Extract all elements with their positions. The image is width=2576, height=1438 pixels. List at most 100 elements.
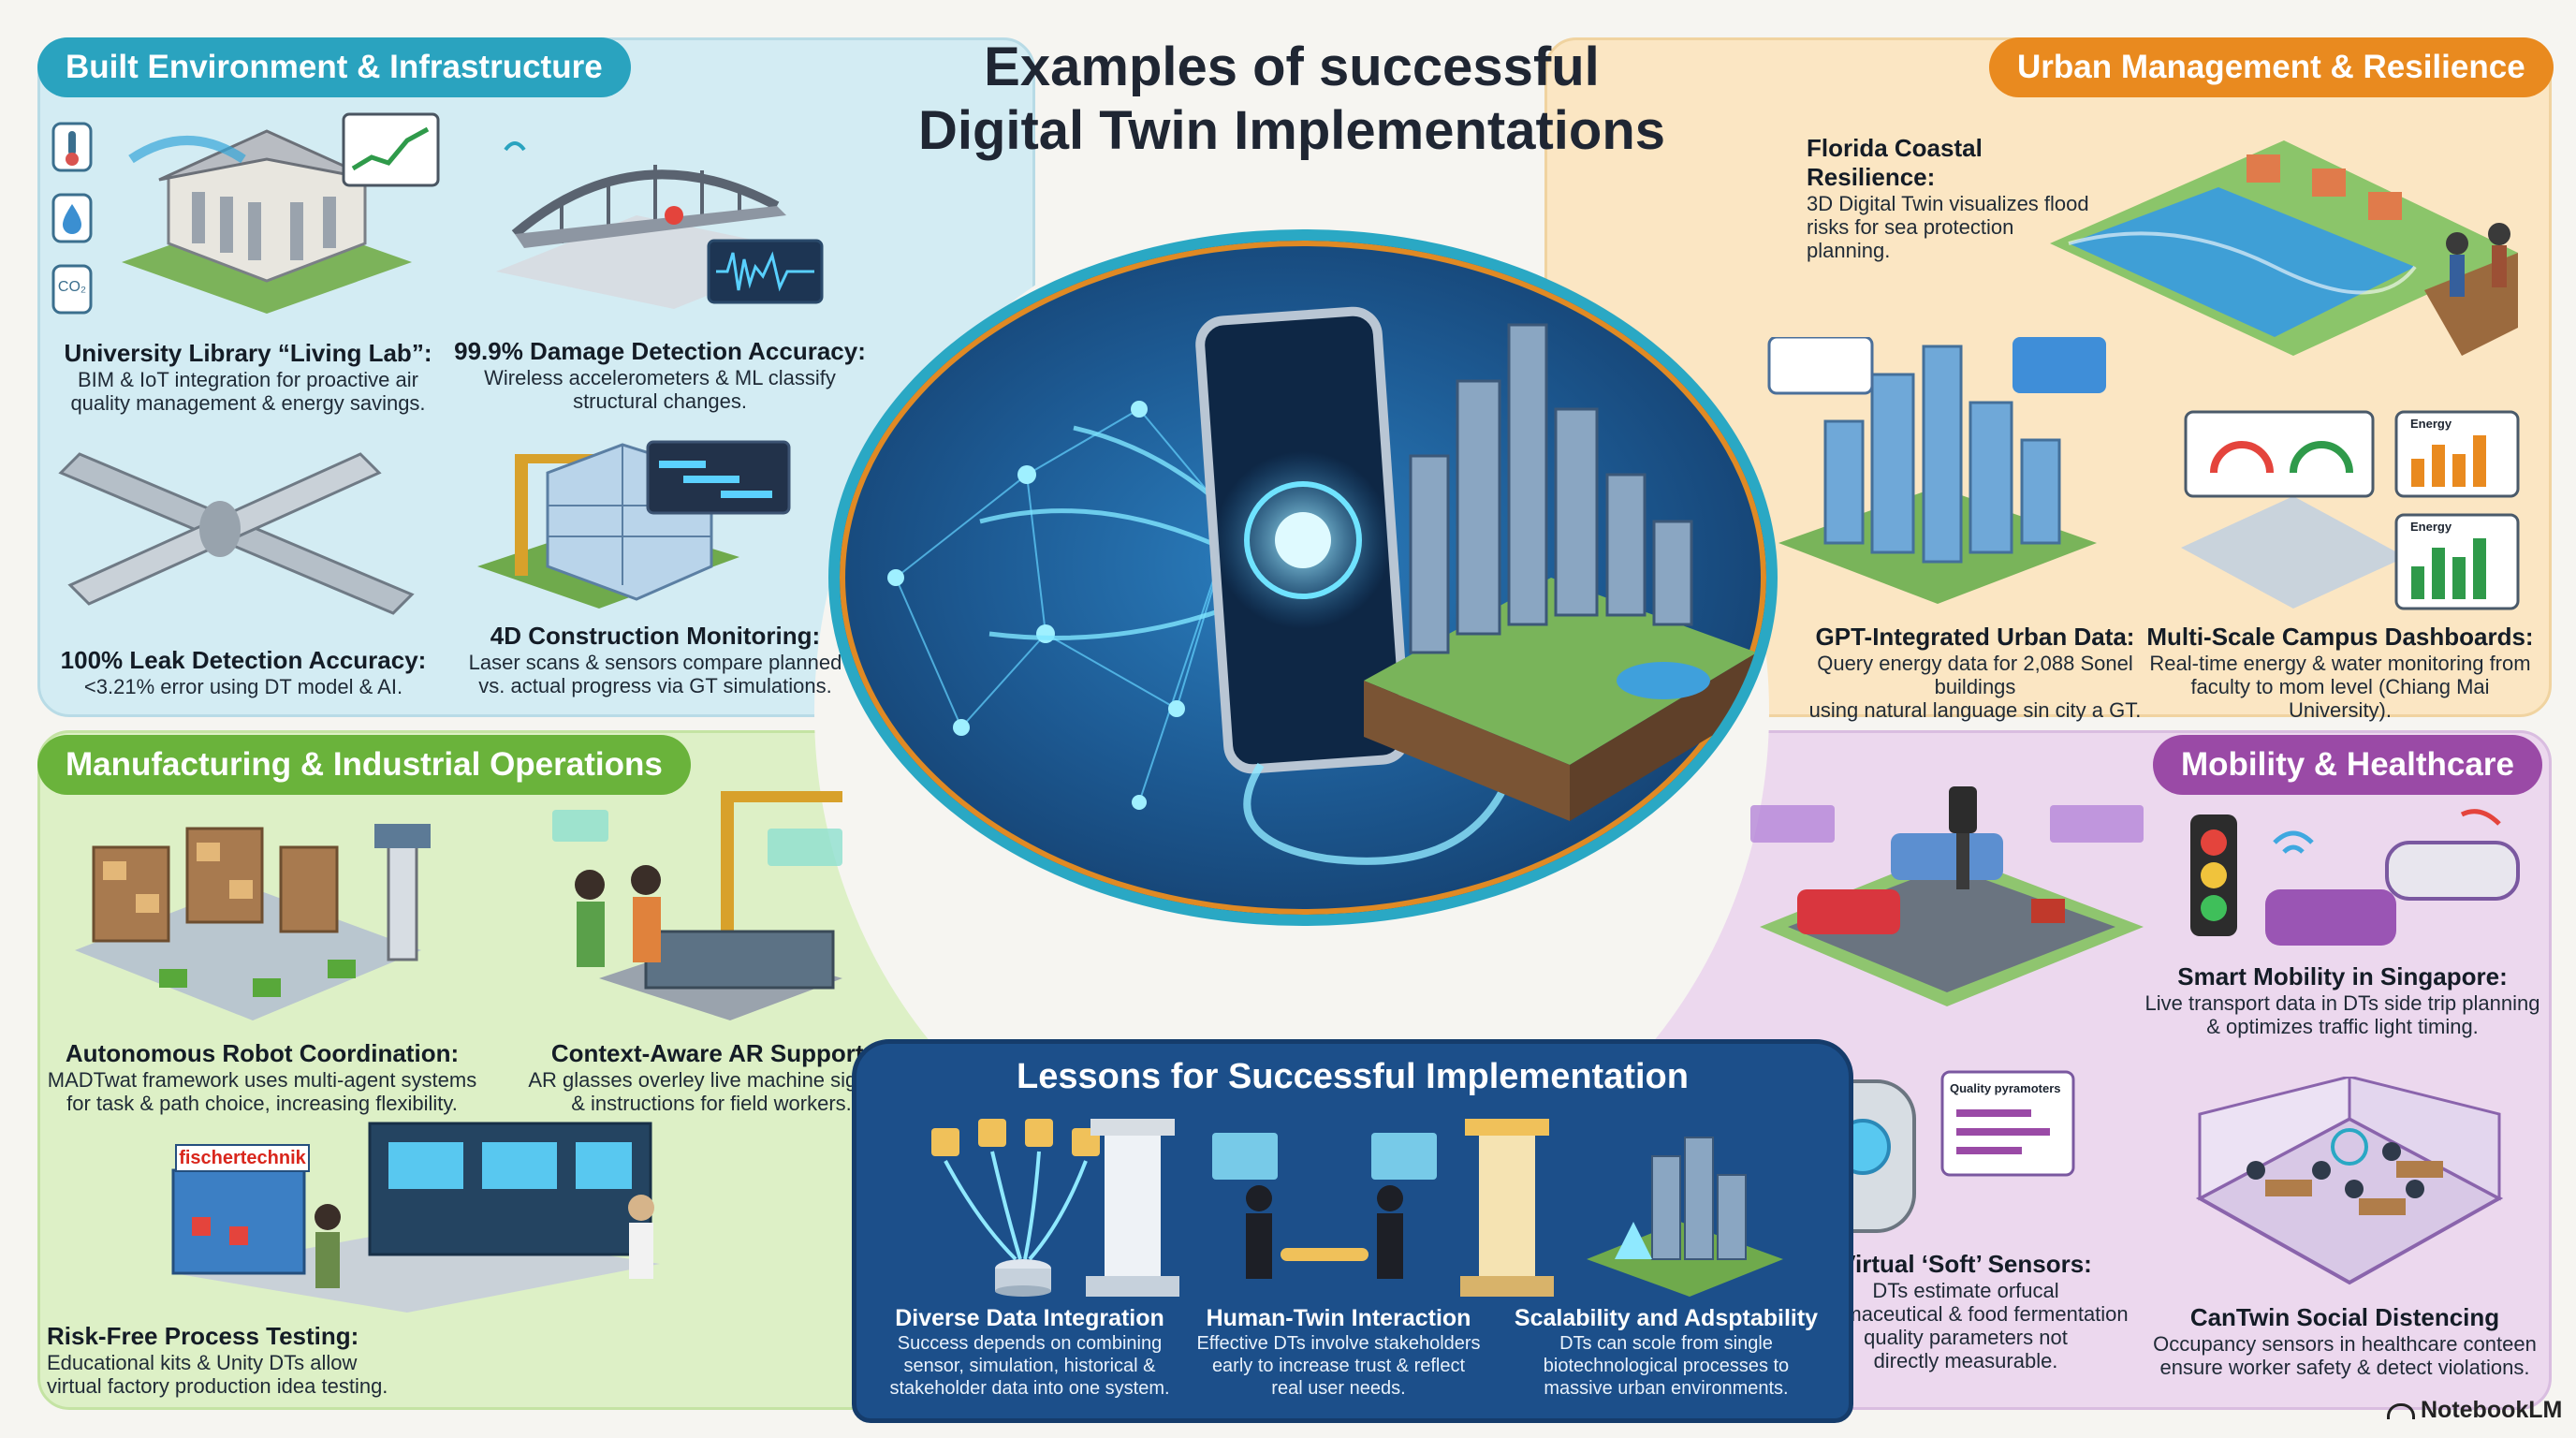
robot-text-1: MADTwat framework uses multi-agent syste… — [47, 1068, 477, 1092]
construction-caption: 4D Construction Monitoring: Laser scans … — [440, 622, 871, 697]
notebooklm-label: NotebookLM — [2421, 1397, 2563, 1423]
human-twin-illustration — [1193, 1123, 1456, 1292]
singapore-heading: Smart Mobility in Singapore: — [2177, 962, 2508, 990]
scalability-text-3: massive urban environments. — [1544, 1378, 1789, 1399]
construction-text-1: Laser scans & sensors compare planned — [468, 651, 842, 674]
damage-text-2: structural changes. — [573, 389, 747, 413]
data-integration-caption: Diverse Data Integration Success depends… — [875, 1304, 1184, 1400]
process-testing-caption: Risk-Free Process Testing: Educational k… — [47, 1322, 440, 1398]
library-text-2: quality management & energy savings. — [70, 391, 426, 415]
digital-twin-centerpiece — [828, 229, 1778, 926]
human-twin-heading: Human-Twin Interaction — [1206, 1305, 1471, 1331]
campus-caption: Multi-Scale Campus Dashboards: Real-time… — [2144, 623, 2537, 722]
fischertechnik-logo: fischertechnik — [175, 1144, 310, 1172]
testing-heading: Risk-Free Process Testing: — [47, 1322, 359, 1350]
testing-text-2: virtual factory production idea testing. — [47, 1374, 388, 1398]
soft-sensors-text-1: DTs estimate orfucal — [1872, 1279, 2059, 1302]
lessons-title: Lessons for Successful Implementation — [1017, 1057, 1689, 1096]
testing-text-1: Educational kits & Unity DTs allow — [47, 1351, 358, 1374]
human-twin-text-1: Effective DTs involve stakeholders — [1196, 1333, 1481, 1354]
built-section-title: Built Environment & Infrastructure — [37, 37, 631, 97]
robot-heading: Autonomous Robot Coordination: — [65, 1039, 460, 1067]
intersection-illustration — [1750, 786, 2153, 1011]
warehouse-robots-illustration — [66, 810, 459, 1025]
data-integration-illustration — [913, 1119, 1137, 1297]
page-title: Examples of successful Digital Twin Impl… — [842, 36, 1741, 163]
gpt-city-illustration — [1760, 337, 2115, 609]
florida-heading: Florida Coastal Resilience: — [1807, 134, 1983, 191]
library-heading: University Library “Living Lab”: — [64, 339, 432, 367]
singapore-text-1: Live transport data in DTs side trip pla… — [2144, 991, 2540, 1015]
gpt-caption: GPT-Integrated Urban Data: Query energy … — [1778, 623, 2172, 722]
data-integration-text-1: Success depends on combining — [897, 1333, 1163, 1354]
construction-text-2: vs. actual progress via GT simulations. — [478, 674, 832, 697]
manufacturing-section-title: Manufacturing & Industrial Operations — [37, 735, 691, 795]
leak-text-1: <3.21% error using DT model & AI. — [83, 675, 403, 698]
gantt-monitor-icon — [646, 440, 791, 515]
robot-text-2: for task & path choice, increasing flexi… — [66, 1092, 458, 1115]
scalability-caption: Scalability and Adsptability DTs can sco… — [1502, 1304, 1830, 1400]
chart-monitor-icon — [342, 112, 440, 192]
campus-heading: Multi-Scale Campus Dashboards: — [2146, 623, 2534, 651]
gpt-text-2: using natural language sin city a GT. — [1808, 698, 2142, 722]
energy-label-2: Energy — [2410, 520, 2452, 534]
scalability-text-1: DTs can scole from single — [1559, 1333, 1773, 1354]
notebooklm-logo-icon — [2387, 1402, 2415, 1419]
notebooklm-brand: NotebookLM — [2387, 1397, 2562, 1424]
scalability-text-2: biotechnological processes to — [1543, 1356, 1790, 1376]
human-twin-text-2: early to increase trust & reflect — [1211, 1356, 1466, 1376]
data-integration-heading: Diverse Data Integration — [895, 1305, 1164, 1331]
data-integration-text-3: stakeholder data into one system. — [889, 1378, 1170, 1399]
library-building-illustration — [103, 103, 431, 318]
canteen-illustration — [2190, 1077, 2509, 1287]
campus-text-1: Real-time energy & water monitoring from — [2149, 652, 2531, 675]
lessons-panel: Lessons for Successful Implementation Di… — [852, 1039, 1853, 1423]
human-twin-text-3: real user needs. — [1271, 1378, 1406, 1399]
data-integration-text-2: sensor, simulation, historical & — [903, 1356, 1156, 1376]
waveform-monitor-icon — [707, 239, 824, 304]
soft-sensors-heading: Virtual ‘Soft’ Sensors: — [1839, 1250, 2092, 1278]
traffic-train-illustration — [2181, 805, 2527, 964]
cantwin-text-2: ensure worker safety & detect violations… — [2159, 1356, 2530, 1379]
quality-parameters-label: Quality pyramoters — [1950, 1081, 2061, 1095]
cantwin-caption: CanTwin Social Distencing Occupancy sens… — [2148, 1303, 2541, 1379]
sensor-icons-column: CO₂ — [51, 122, 93, 318]
title-line-2: Digital Twin Implementations — [917, 100, 1666, 161]
leak-detection-caption: 100% Leak Detection Accuracy: <3.21% err… — [47, 646, 440, 698]
pillar-icon-1 — [1081, 1119, 1184, 1297]
soft-sensors-caption: Virtual ‘Soft’ Sensors: DTs estimate orf… — [1788, 1250, 2144, 1372]
title-line-1: Examples of successful — [984, 37, 1600, 97]
pillar-icon-2 — [1456, 1119, 1559, 1297]
human-twin-caption: Human-Twin Interaction Effective DTs inv… — [1184, 1304, 1493, 1400]
scalability-illustration — [1577, 1119, 1793, 1297]
coastal-city-illustration — [2031, 103, 2537, 374]
soft-sensors-text-2: pharmaceutical & food fermentation — [1803, 1302, 2129, 1326]
damage-heading: 99.9% Damage Detection Accuracy: — [454, 337, 866, 365]
gpt-text-1: Query energy data for 2,088 Sonel buildi… — [1817, 652, 2133, 698]
ar-text-1: AR glasses overley live machine signals — [528, 1068, 895, 1092]
florida-text-3: planning. — [1807, 239, 1891, 262]
factory-testing-illustration: fischertechnik — [164, 1114, 669, 1315]
library-caption: University Library “Living Lab”: BIM & I… — [47, 339, 449, 415]
florida-text-1: 3D Digital Twin visualizes flood — [1807, 192, 2089, 215]
ar-caption: Context-Aware AR Support: AR glasses ove… — [524, 1039, 899, 1115]
soft-sensors-text-4: directly measurable. — [1873, 1349, 2058, 1372]
cantwin-heading: CanTwin Social Distencing — [2189, 1303, 2500, 1331]
pipes-illustration — [51, 435, 421, 627]
damage-detection-caption: 99.9% Damage Detection Accuracy: Wireles… — [449, 337, 871, 413]
robot-coordination-caption: Autonomous Robot Coordination: MADTwat f… — [47, 1039, 477, 1115]
damage-text-1: Wireless accelerometers & ML classify — [484, 366, 836, 389]
ar-support-illustration — [543, 791, 861, 1025]
florida-text-2: risks for sea protection — [1807, 215, 2014, 239]
energy-label-1: Energy — [2410, 417, 2452, 431]
co2-icon: CO₂ — [57, 279, 87, 295]
library-text-1: BIM & IoT integration for proactive air — [78, 368, 418, 391]
ar-text-2: & instructions for field workers. — [571, 1092, 852, 1115]
construction-heading: 4D Construction Monitoring: — [490, 622, 821, 650]
ar-heading: Context-Aware AR Support: — [550, 1039, 872, 1067]
campus-dashboard-illustration: Energy Energy — [2172, 407, 2527, 623]
bridge-illustration — [487, 112, 824, 314]
leak-heading: 100% Leak Detection Accuracy: — [60, 646, 427, 674]
cantwin-text-1: Occupancy sensors in healthcare conteen — [2153, 1332, 2537, 1356]
urban-section-title: Urban Management & Resilience — [1989, 37, 2554, 97]
